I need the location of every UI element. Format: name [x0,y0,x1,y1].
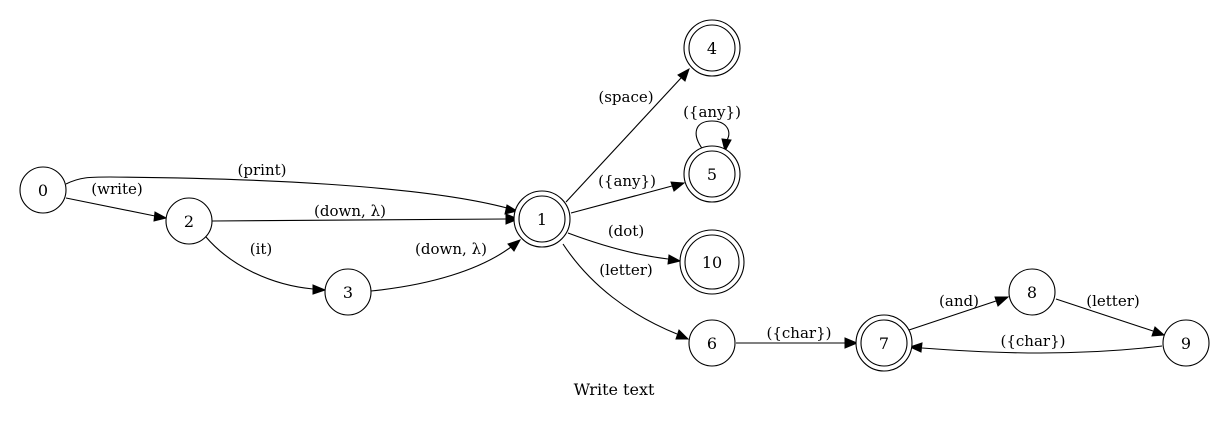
edge-label-1-6: (letter) [599,261,652,279]
svg-text:7: 7 [879,334,889,353]
edge-label-2-1: (down, λ) [314,202,386,220]
state-4: 4 [683,19,741,77]
state-8: 8 [1008,268,1056,316]
svg-text:10: 10 [702,253,722,272]
state-3: 3 [324,268,372,316]
state-2: 2 [165,197,213,245]
state-7: 7 [855,314,913,372]
svg-text:8: 8 [1027,283,1037,302]
transition-1-5 [570,181,686,214]
svg-text:6: 6 [707,334,717,353]
edge-label-0-2: (write) [91,180,142,198]
edge-label-2-3: (it) [250,240,273,258]
svg-text:4: 4 [707,39,717,58]
transition-1-10 [567,232,682,265]
state-9: 9 [1162,319,1210,367]
svg-text:3: 3 [343,283,353,302]
transition-9-7 [908,342,1163,354]
state-5: 5 [683,145,741,203]
state-1: 1 [513,190,571,248]
state-0: 0 [19,166,67,214]
edge-label-1-5: ({any}) [598,172,656,190]
state-6: 6 [688,319,736,367]
edge-label-3-1: (down, λ) [415,240,487,258]
edge-label-5-5: ({any}) [683,103,741,121]
transition-2-1 [211,213,520,225]
edge-label-1-10: (dot) [608,222,644,240]
edge-label-1-4: (space) [598,88,653,106]
edge-label-7-8: (and) [939,292,979,310]
transition-7-8 [908,296,1010,331]
transition-2-3 [205,236,327,295]
svg-text:0: 0 [38,181,48,200]
svg-text:5: 5 [707,165,717,184]
edge-label-6-7: ({char}) [767,324,832,342]
transition-0-2 [65,197,168,222]
edge-label-9-7: ({char}) [1001,332,1066,350]
edge-label-0-1: (print) [238,161,287,179]
transition-1-4 [565,67,690,203]
svg-text:1: 1 [537,210,547,229]
transition-5-5-loop [695,120,732,153]
edge-label-8-9: (letter) [1086,292,1139,310]
transition-0-1 [65,176,519,215]
transition-3-1 [370,239,522,292]
transition-6-7 [736,337,859,349]
svg-text:9: 9 [1181,334,1191,353]
transition-1-6 [562,243,690,340]
state-10: 10 [679,229,745,295]
transition-8-9 [1055,298,1166,337]
svg-text:2: 2 [184,212,194,231]
diagram-title: Write text [574,380,655,399]
